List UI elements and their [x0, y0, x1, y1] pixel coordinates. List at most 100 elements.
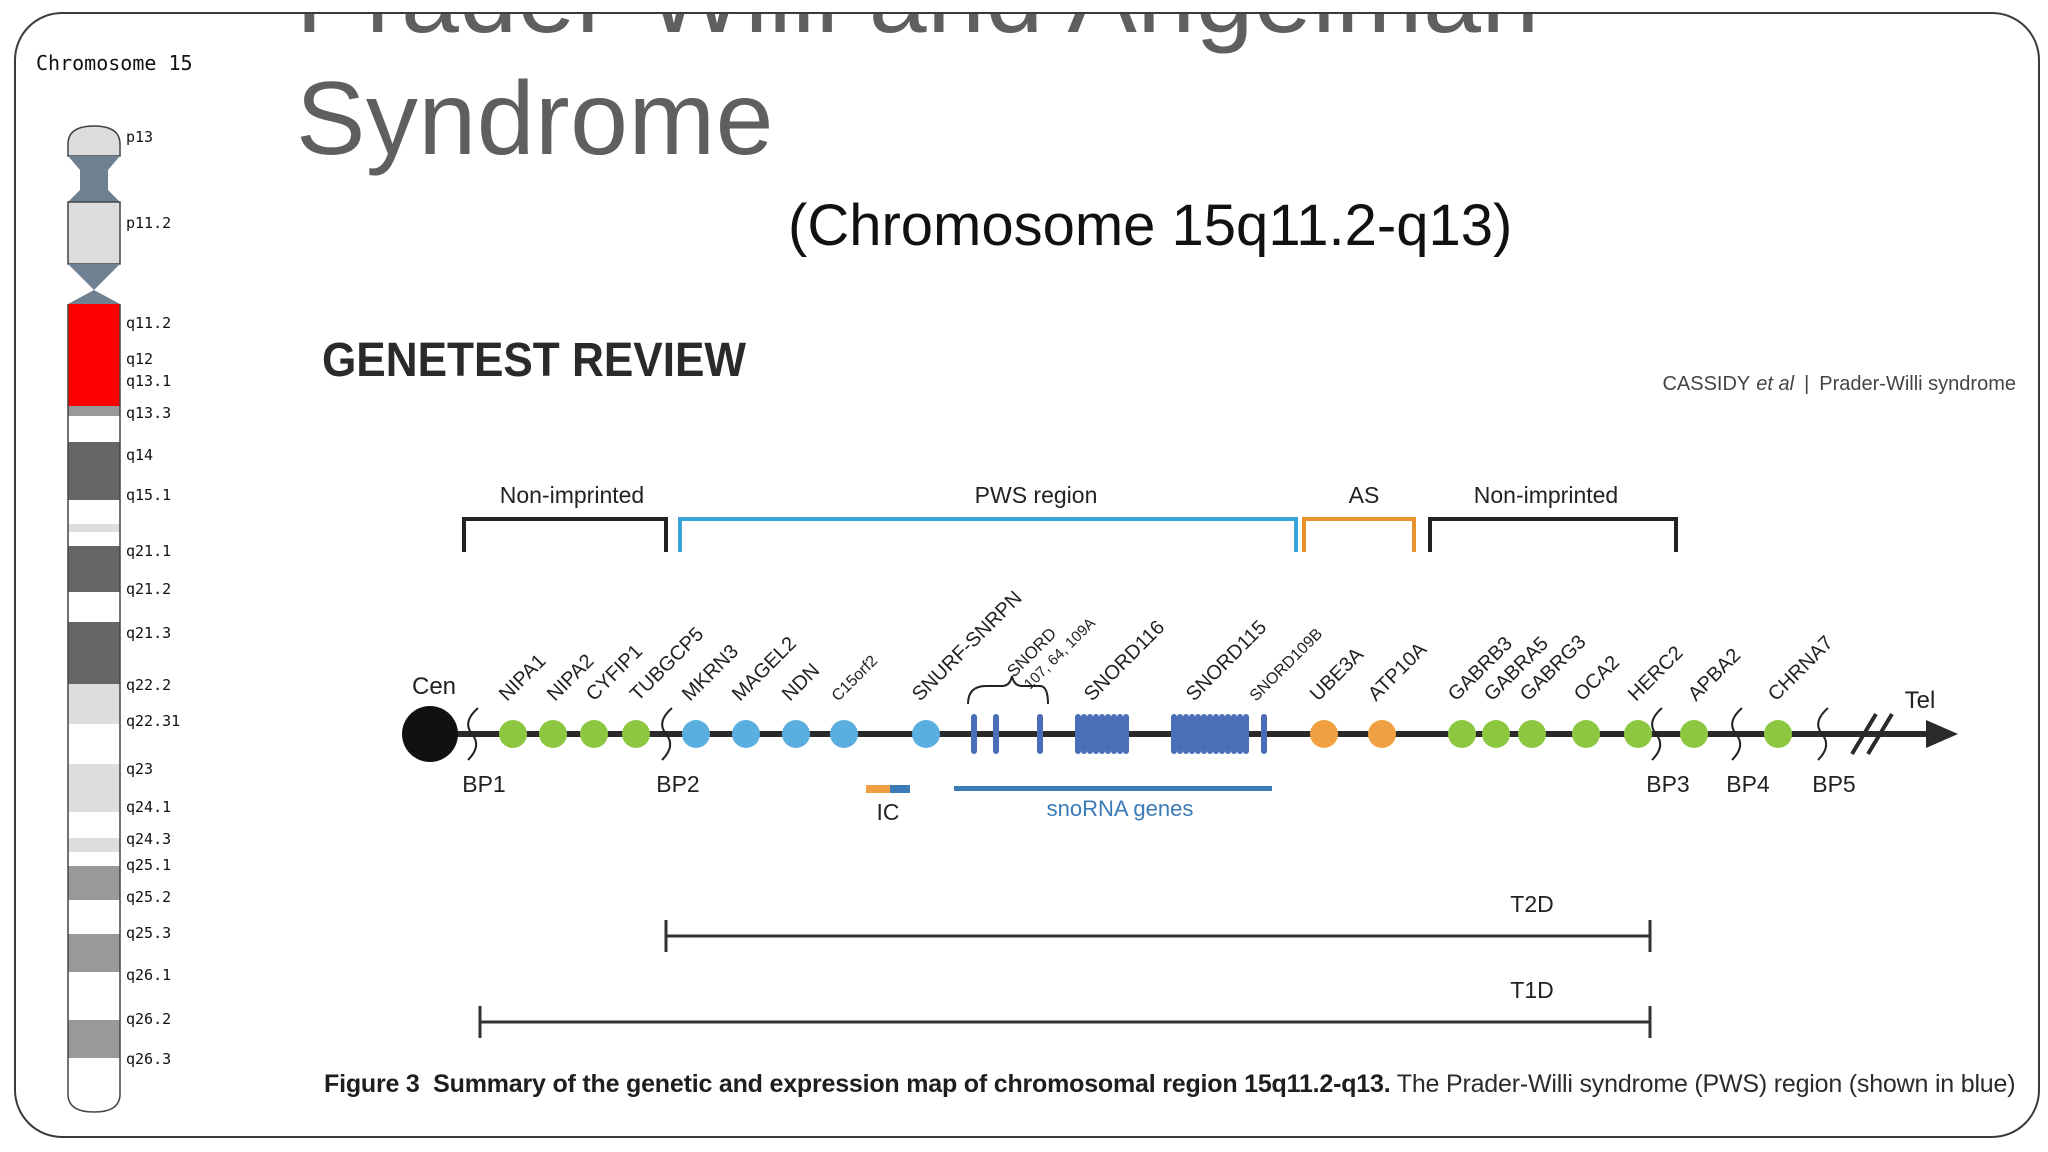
ideogram-band	[68, 684, 120, 724]
ideogram-band-label: q25.1	[126, 856, 171, 874]
ideogram-centromere-upper	[68, 264, 120, 290]
gene-label: OCA2	[1570, 651, 1624, 705]
ideogram-band	[68, 724, 120, 764]
gene-label: NIPA1	[495, 650, 550, 705]
chromosome-15-ideogram: Chromosome 15 p13p11.2q11.2q12q13.1q13.3…	[36, 51, 193, 1113]
snord-bar	[1111, 714, 1117, 754]
gene-marker	[830, 720, 858, 748]
caption-label: Figure 3	[324, 1070, 420, 1098]
ideogram-band	[68, 500, 120, 524]
ideogram-band	[68, 442, 120, 500]
region-bracket	[678, 517, 1298, 552]
telomere-arrow	[1926, 720, 1958, 748]
gene-label: CHRNA7	[1764, 632, 1838, 706]
snorna-bar	[954, 786, 1272, 791]
snord-bar	[993, 714, 999, 754]
ideogram-band	[68, 764, 120, 812]
snord-bar	[1183, 714, 1189, 754]
ideogram-band	[68, 592, 120, 622]
gene-marker	[912, 720, 940, 748]
gene-marker	[1572, 720, 1600, 748]
centromere-label: Cen	[412, 673, 456, 700]
gene-marker	[622, 720, 650, 748]
citation-title: Prader-Willi syndrome	[1819, 373, 2016, 395]
ideogram-p13	[67, 125, 121, 157]
gene-label: APBA2	[1684, 644, 1745, 705]
ideogram-band-label: q22.2	[126, 676, 171, 694]
gene-label: HERC2	[1624, 642, 1687, 705]
gene-label: SNURF-SNRPN	[908, 587, 1026, 705]
gene-marker	[539, 720, 567, 748]
snord-bar	[1213, 714, 1219, 754]
breakpoint-label: BP1	[462, 771, 505, 797]
ideogram-p11-2	[67, 201, 121, 265]
ideogram-title: Chromosome 15	[36, 51, 193, 75]
citation-author: CASSIDY	[1662, 373, 1750, 395]
citation-separator: |	[1804, 373, 1809, 395]
ideogram-shapes	[67, 125, 121, 1113]
ideogram-band	[68, 304, 120, 406]
ideogram-q-outline	[67, 304, 121, 1113]
citation-etal: et al	[1756, 373, 1794, 395]
region-label: PWS region	[975, 482, 1098, 508]
ideogram-band-labels: p13p11.2q11.2q12q13.1q13.3q14q15.1q21.1q…	[126, 128, 180, 1068]
breakpoint-label: BP4	[1726, 771, 1770, 797]
snord-bar	[1117, 714, 1123, 754]
breakpoint-squiggle	[1817, 707, 1829, 761]
ideogram-band	[68, 1058, 120, 1092]
ideogram-centromere-lower	[68, 290, 120, 304]
ideogram-band-label: q13.3	[126, 404, 171, 422]
figure-caption: Figure 3 Summary of the genetic and expr…	[324, 1070, 2016, 1099]
region-bracket	[462, 517, 668, 552]
ideogram-band-label: q22.31	[126, 712, 180, 730]
gene-marker	[732, 720, 760, 748]
ideogram-stalk	[68, 156, 120, 202]
snord-bar	[1123, 714, 1129, 754]
snord-bar	[1099, 714, 1105, 754]
slide-title: Prader-Willi and Angelman Syndrome	[296, 14, 1539, 177]
gene-marker	[1624, 720, 1652, 748]
gene-marker	[1448, 720, 1476, 748]
region-label: Non-imprinted	[500, 482, 644, 508]
snord-bar	[1207, 714, 1213, 754]
snord-bar	[1105, 714, 1111, 754]
ideogram-band-label: q21.3	[126, 624, 171, 642]
snord-bar	[1237, 714, 1243, 754]
centromere	[402, 706, 458, 762]
ideogram-band-label: q25.3	[126, 924, 171, 942]
gene-marker	[1680, 720, 1708, 748]
ideogram-band	[68, 838, 120, 852]
caption-text: The Prader-Willi syndrome (PWS) region (…	[1396, 1070, 2016, 1098]
snord-bar	[1087, 714, 1093, 754]
ideogram-band-label: q26.2	[126, 1010, 171, 1028]
snord-bar	[1177, 714, 1183, 754]
snord-bar	[1189, 714, 1195, 754]
ideogram-band	[68, 416, 120, 442]
breakpoint-squiggle	[1731, 707, 1743, 761]
ideogram-band-label: q26.3	[126, 1050, 171, 1068]
gene-marker	[499, 720, 527, 748]
breakpoint-label: BP3	[1646, 771, 1689, 797]
snord-brace	[967, 675, 1049, 705]
breakpoint-label: BP5	[1812, 771, 1855, 797]
snorna-label: snoRNA genes	[1047, 796, 1194, 821]
snord-bar	[1231, 714, 1237, 754]
ideogram-band-label: q12	[126, 350, 153, 368]
ideogram-band	[68, 934, 120, 972]
ic-orange-bar	[866, 785, 890, 793]
ideogram-band-label: q25.2	[126, 888, 171, 906]
ideogram-band-label: q23	[126, 760, 153, 778]
ideogram-band	[68, 866, 120, 900]
caption-bold-text: Summary of the genetic and expression ma…	[433, 1070, 1391, 1098]
ideogram-band-label: q14	[126, 446, 153, 464]
snord-bar	[1075, 714, 1081, 754]
snord-bar	[1171, 714, 1177, 754]
region-label: AS	[1349, 482, 1380, 508]
ideogram-band	[68, 406, 120, 416]
snord-bar	[1081, 714, 1087, 754]
